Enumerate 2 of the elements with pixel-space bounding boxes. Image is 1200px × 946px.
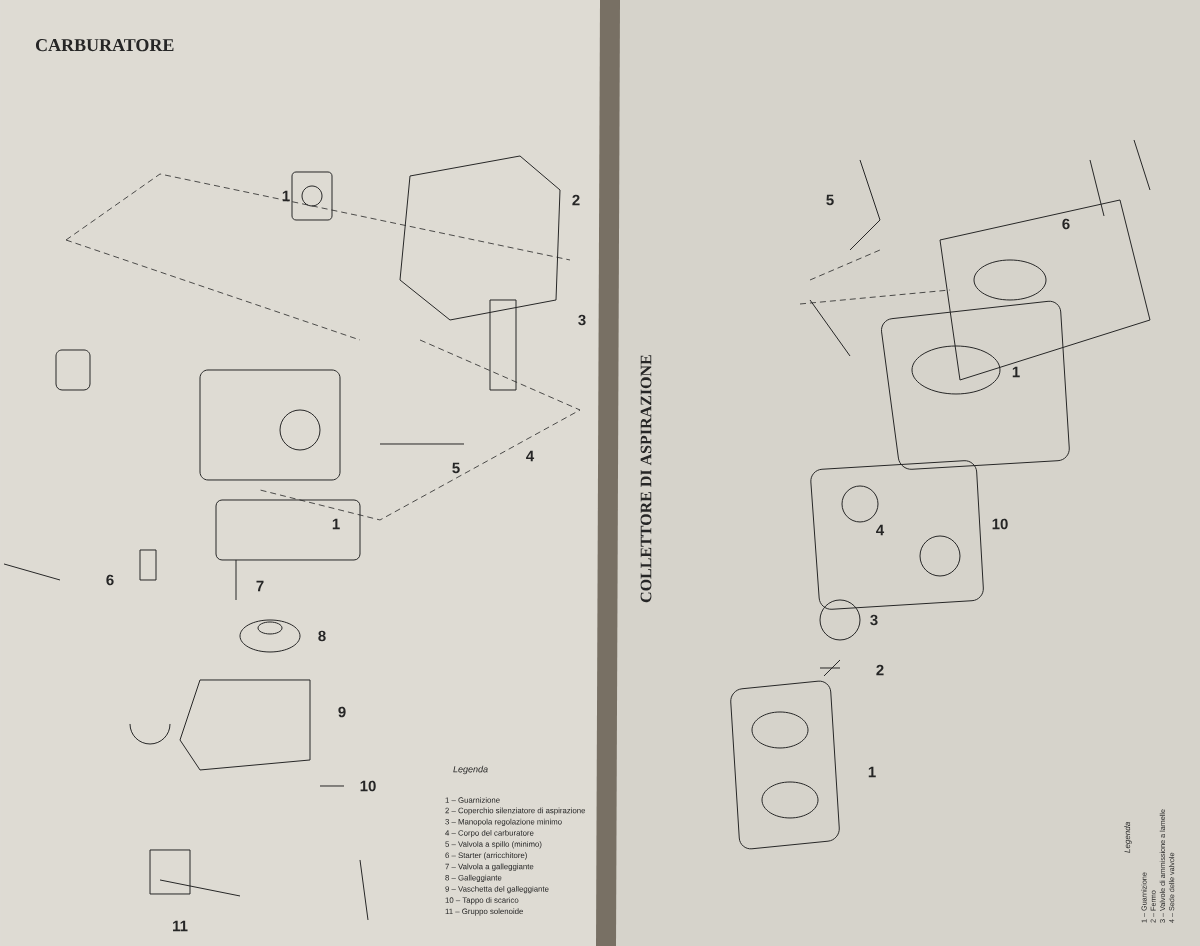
page-title: COLLETTORE DI ASPIRAZIONE	[640, 355, 652, 603]
page-title: CARBURATORE	[35, 39, 174, 52]
